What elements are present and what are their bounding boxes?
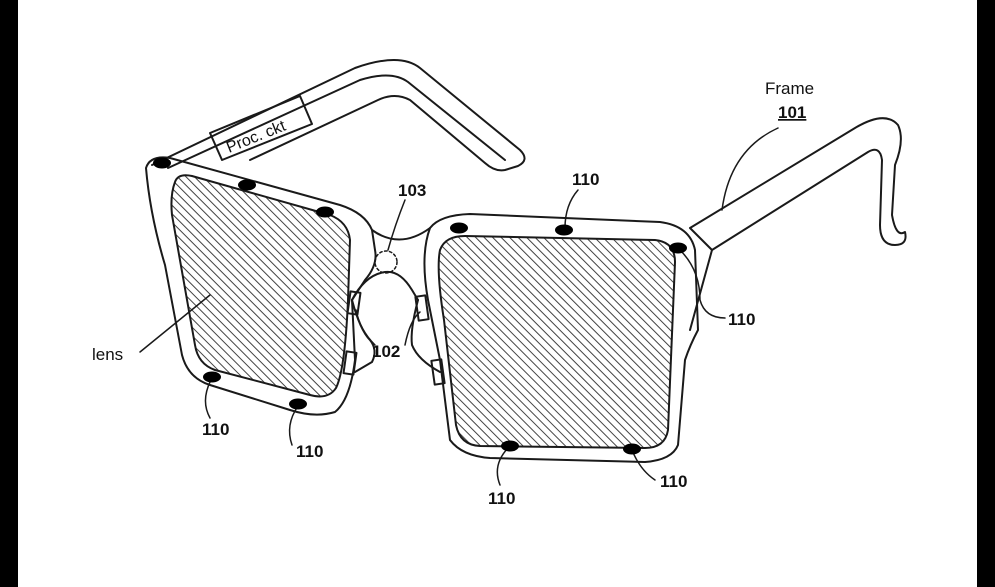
sensor-label-110-bottom-left-2: 110	[296, 442, 323, 461]
right-edge-bar	[977, 0, 995, 587]
sensor-label-110-bottom-right: 110	[660, 472, 687, 491]
frame-leader-line	[721, 127, 779, 211]
sensor-label-110-top: 110	[572, 170, 599, 189]
right-lens	[437, 235, 676, 449]
hinge-left-bottom	[342, 350, 358, 376]
label-102-leader-left	[355, 309, 376, 346]
sensor-dot	[153, 157, 171, 169]
sensor-label-110-bottom-mid: 110	[488, 489, 515, 508]
right-frame-outer	[423, 213, 699, 463]
sensor-dot	[555, 224, 573, 236]
center-sensor-circle	[374, 250, 398, 274]
label-110-leader-bottom-right	[631, 449, 656, 481]
nose-pad-right	[410, 299, 441, 373]
hinge-label-102: 102	[372, 342, 400, 361]
sensor-label-110-bottom-left-1: 110	[202, 420, 229, 439]
sensor-label-110-right: 110	[728, 310, 755, 329]
sensor-dot	[450, 222, 468, 234]
sensor-dot	[238, 179, 256, 191]
near-temple-arm-inner	[689, 249, 713, 331]
hinge-right-bottom	[430, 358, 446, 386]
hinge-right-top	[414, 294, 430, 322]
proc-ckt-box	[209, 95, 313, 161]
near-temple-arm	[689, 117, 907, 251]
label-110-leader-bottom-mid	[496, 447, 509, 486]
nose-bridge	[351, 270, 419, 301]
far-temple-arm-inner	[167, 74, 506, 169]
lens-leader-line	[139, 294, 211, 353]
sensor-dot	[316, 206, 334, 218]
sensor-dot	[669, 242, 687, 254]
sensor-dot	[623, 443, 641, 455]
sensor-dot	[289, 398, 307, 410]
label-110-leader-top	[564, 189, 579, 229]
label-103-leader	[387, 199, 406, 251]
sensor-dot	[203, 371, 221, 383]
left-edge-bar	[0, 0, 18, 587]
label-110-leader-right	[679, 249, 726, 319]
bridge-top	[371, 227, 431, 241]
left-frame-outer	[145, 156, 377, 416]
hinge-left-top	[346, 290, 362, 316]
sensor-dot	[501, 440, 519, 452]
frame-word-label: Frame	[765, 79, 814, 98]
label-102-leader-right	[404, 311, 421, 346]
frame-number-label: 101	[778, 103, 806, 122]
lens-label: lens	[92, 345, 123, 364]
center-sensor-label-103: 103	[398, 181, 426, 200]
far-temple-arm	[151, 59, 526, 172]
